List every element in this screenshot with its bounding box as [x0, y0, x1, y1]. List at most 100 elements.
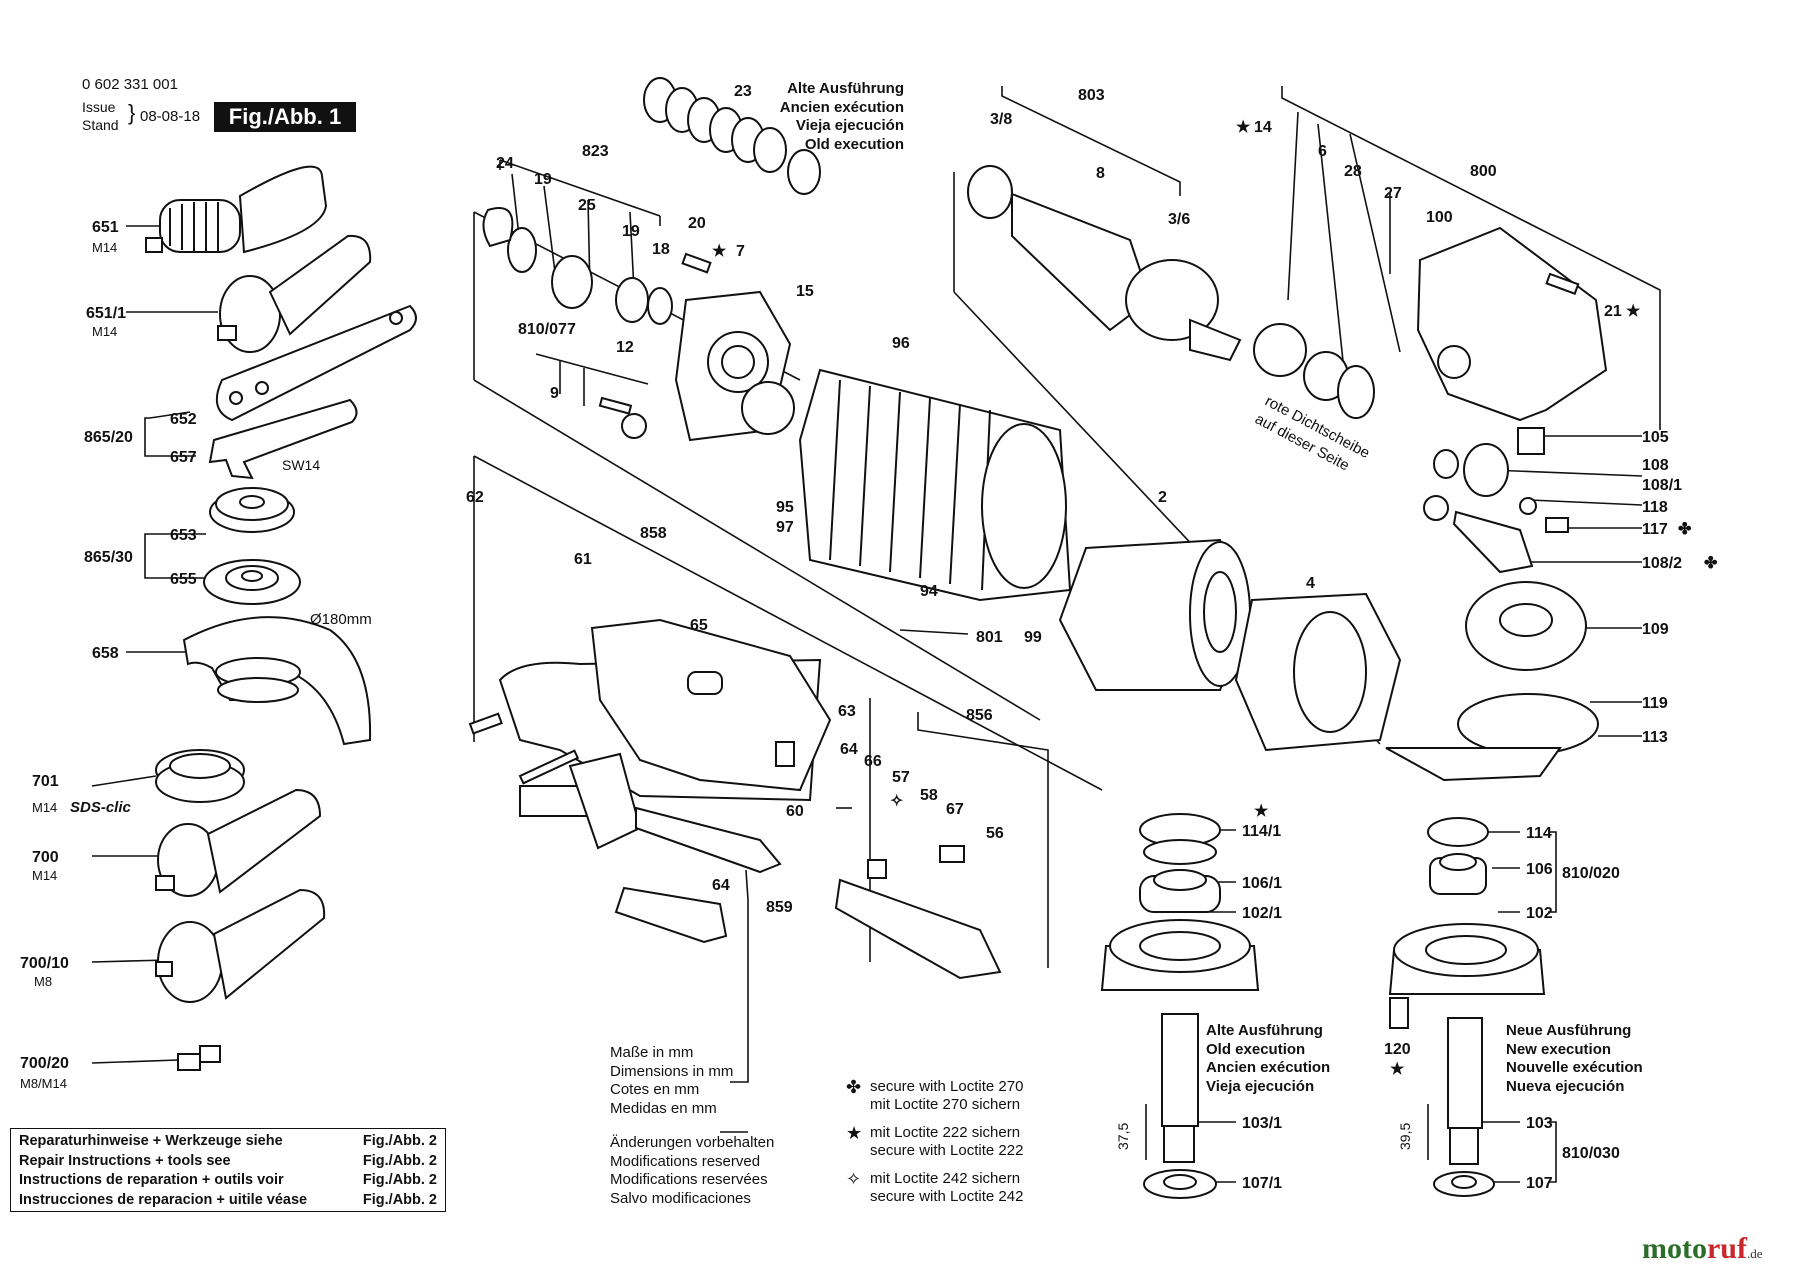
dim-37-5: 37,5 — [1115, 1123, 1131, 1150]
label-865-20: 865/20 — [84, 429, 133, 446]
legend-loctite-222: ★ mit Loctite 222 sichern secure with Lo… — [846, 1123, 1024, 1159]
label-20: 20 — [688, 215, 706, 232]
label-810-077: 810/077 — [518, 321, 576, 338]
label-28: 28 — [1344, 163, 1362, 180]
leader-lines — [91, 86, 1661, 1183]
label-18: 18 — [652, 241, 670, 258]
figure-label: Fig./Abb. 1 — [214, 102, 356, 132]
handle-700-10 — [155, 888, 326, 1003]
screws — [468, 252, 1580, 785]
label-24: 24 — [496, 155, 514, 172]
svg-text:★: ★ — [1236, 119, 1251, 136]
label-62: 62 — [466, 489, 484, 506]
part-number-labels: 651 M14 651/1 M14 652 657 865/20 SW14 65… — [20, 83, 1682, 1192]
label-657: 657 — [170, 449, 197, 466]
label-655: 655 — [170, 571, 197, 588]
label-97: 97 — [776, 519, 794, 536]
label-3-8: 3/8 — [990, 111, 1012, 128]
ring-15 — [741, 381, 795, 435]
new-execution-block: Neue Ausführung New execution Nouvelle e… — [1506, 1022, 1643, 1095]
label-64b: 64 — [712, 877, 730, 894]
handle-651-1 — [217, 234, 372, 353]
issue-date: 08-08-18 — [140, 108, 201, 125]
gear-housing-800 — [1416, 226, 1608, 455]
switch-housing-858 — [590, 618, 832, 792]
loctite-symbols: ★★★★ ✤✤✧ — [890, 119, 1718, 1078]
old-execution-block: Alte Ausführung Old execution Ancien exé… — [1206, 1022, 1331, 1095]
component-shapes — [145, 77, 1608, 1199]
legend-loctite-242: ✧ mit Loctite 242 sichern secure with Lo… — [846, 1169, 1024, 1205]
label-67: 67 — [946, 801, 964, 818]
label-108-2: 108/2 — [1642, 555, 1682, 572]
label-25: 25 — [578, 197, 596, 214]
label-63: 63 — [838, 703, 856, 720]
label-803: 803 — [1078, 87, 1105, 104]
star-20: ★ — [712, 243, 727, 260]
label-57: 57 — [892, 769, 910, 786]
part-number: 0 602 331 001 — [82, 76, 178, 93]
label-19a: 19 — [534, 171, 552, 188]
label-652: 652 — [170, 411, 197, 428]
label-658: 658 — [92, 645, 119, 662]
label-m14-c: M14 — [32, 800, 57, 815]
handle-651 — [145, 165, 328, 254]
springs-823 — [482, 77, 821, 325]
label-60: 60 — [786, 803, 804, 820]
label-114-1: 114/1 — [1242, 823, 1281, 840]
label-102: 102 — [1526, 905, 1553, 922]
label-103: 103 — [1526, 1115, 1553, 1132]
label-m14-a: M14 — [92, 240, 117, 255]
label-99: 99 — [1024, 629, 1042, 646]
pinion-108-2 — [1423, 495, 1534, 574]
label-105: 105 — [1642, 429, 1669, 446]
svg-text:★: ★ — [1390, 1061, 1405, 1078]
label-120: 120 — [1384, 1041, 1411, 1058]
label-107-1: 107/1 — [1242, 1175, 1282, 1192]
label-859: 859 — [766, 899, 793, 916]
label-m8m14: M8/M14 — [20, 1076, 67, 1091]
label-95: 95 — [776, 499, 794, 516]
pin-wrench-652 — [215, 304, 417, 422]
clover-icon: ✤ — [846, 1077, 862, 1097]
label-810-020: 810/020 — [1562, 865, 1620, 882]
label-800: 800 — [1470, 163, 1497, 180]
label-856: 856 — [966, 707, 993, 724]
label-27: 27 — [1384, 185, 1402, 202]
label-3-6: 3/6 — [1168, 211, 1190, 228]
cable-60 — [614, 806, 782, 944]
label-58: 58 — [920, 787, 938, 804]
flange-655 — [203, 559, 301, 605]
label-8: 8 — [1096, 165, 1105, 182]
label-m14-b: M14 — [92, 324, 117, 339]
label-m8: M8 — [34, 974, 52, 989]
label-64a: 64 — [840, 741, 858, 758]
stand-label: Stand — [82, 117, 119, 133]
label-15: 15 — [796, 283, 814, 300]
label-19b: 19 — [622, 223, 640, 240]
stud-700-20 — [177, 1045, 221, 1071]
armature-803 — [967, 165, 1375, 419]
label-701: 701 — [32, 773, 59, 790]
svg-text:✧: ✧ — [890, 793, 903, 810]
label-858: 858 — [640, 525, 667, 542]
svg-text:✤: ✤ — [1678, 521, 1692, 538]
label-sds-clic: SDS-clic — [70, 799, 132, 816]
dimensions-note: Maße in mm Dimensions in mm Cotes en mm … — [610, 1044, 734, 1117]
crown-gear-109 — [1465, 581, 1587, 671]
handle-700 — [155, 788, 322, 897]
label-6: 6 — [1318, 143, 1327, 160]
label-107: 107 — [1526, 1175, 1553, 1192]
label-23: 23 — [734, 83, 752, 100]
label-sw14: SW14 — [282, 457, 320, 473]
motoruf-logo: motoruf.de — [1642, 1232, 1763, 1265]
issue-label: Issue — [82, 99, 116, 115]
label-7: 7 — [736, 243, 745, 260]
label-823: 823 — [582, 143, 609, 160]
flange-nut-653 — [209, 487, 295, 533]
switch-856 — [834, 845, 1002, 980]
label-106-1: 106/1 — [1242, 875, 1282, 892]
brace: } — [128, 100, 136, 125]
label-102-1: 102/1 — [1242, 905, 1282, 922]
